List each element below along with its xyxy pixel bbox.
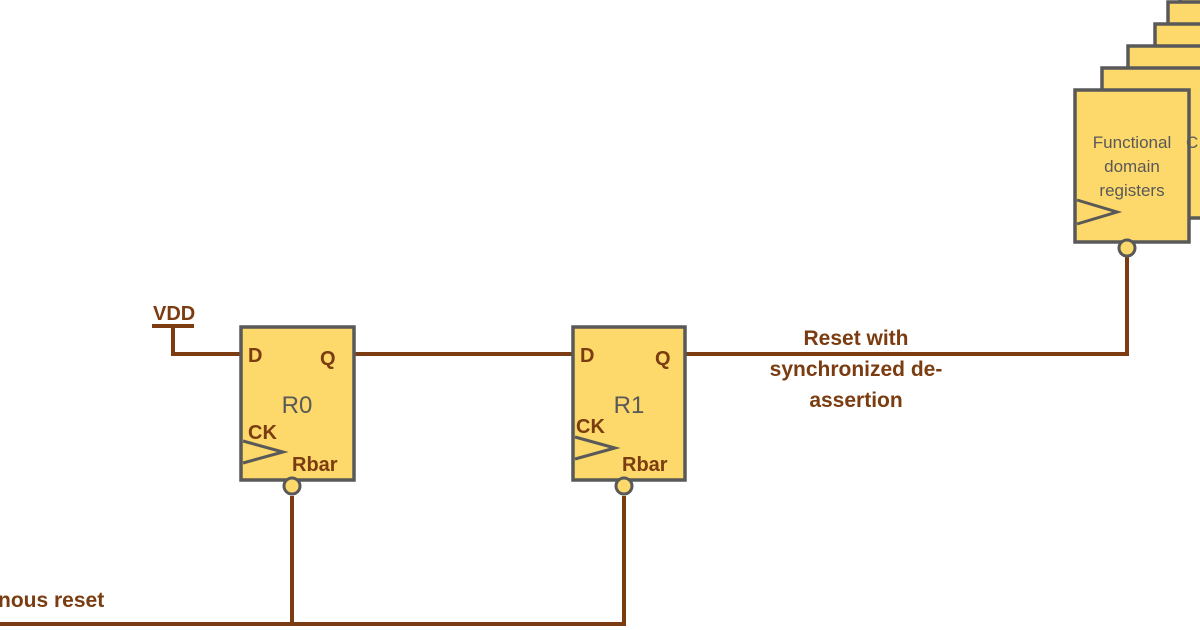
vdd-label: VDD	[153, 303, 195, 325]
async-reset-wire	[0, 496, 626, 626]
sync-reset-label-line3: assertion	[809, 389, 902, 412]
sync-reset-wire	[685, 256, 1129, 356]
async-reset-label: nous reset	[0, 589, 104, 612]
r1-name: R1	[614, 392, 645, 419]
functional-register-stack: C Functional domain registers	[1073, 0, 1200, 244]
register-clock-triangle	[1076, 198, 1123, 226]
r0-d-pin: D	[248, 345, 262, 367]
register-reset-bubble	[1117, 238, 1137, 258]
r1-q-pin: Q	[655, 348, 671, 370]
register-box-front	[1073, 88, 1191, 244]
r1-ck-pin: CK	[576, 416, 605, 438]
r0-reset-bubble	[282, 476, 302, 496]
r0-ck-pin: CK	[248, 422, 277, 444]
flipflop-r0: D Q R0 CK Rbar	[239, 325, 356, 496]
register-label-line1: Functional	[1093, 133, 1171, 152]
r1-reset-bubble	[614, 476, 634, 496]
r0-rbar-pin: Rbar	[292, 454, 338, 476]
vdd-to-d-wire	[171, 326, 242, 356]
register-label-line3: registers	[1099, 181, 1164, 200]
r1-rbar-pin: Rbar	[622, 454, 668, 476]
r1-clock-triangle	[574, 435, 621, 461]
register-clipped-letter: C	[1186, 133, 1198, 152]
r0-q-pin: Q	[320, 348, 336, 370]
r0-clock-triangle	[242, 439, 289, 465]
sync-reset-label-line2: synchronized de-	[770, 358, 943, 381]
register-label-line2: domain	[1104, 157, 1160, 176]
sync-reset-label-line1: Reset with	[803, 327, 908, 350]
r0-name: R0	[282, 392, 313, 419]
flipflop-r1: D Q R1 CK Rbar	[571, 325, 687, 496]
r1-d-pin: D	[580, 345, 594, 367]
wires	[0, 256, 1129, 626]
